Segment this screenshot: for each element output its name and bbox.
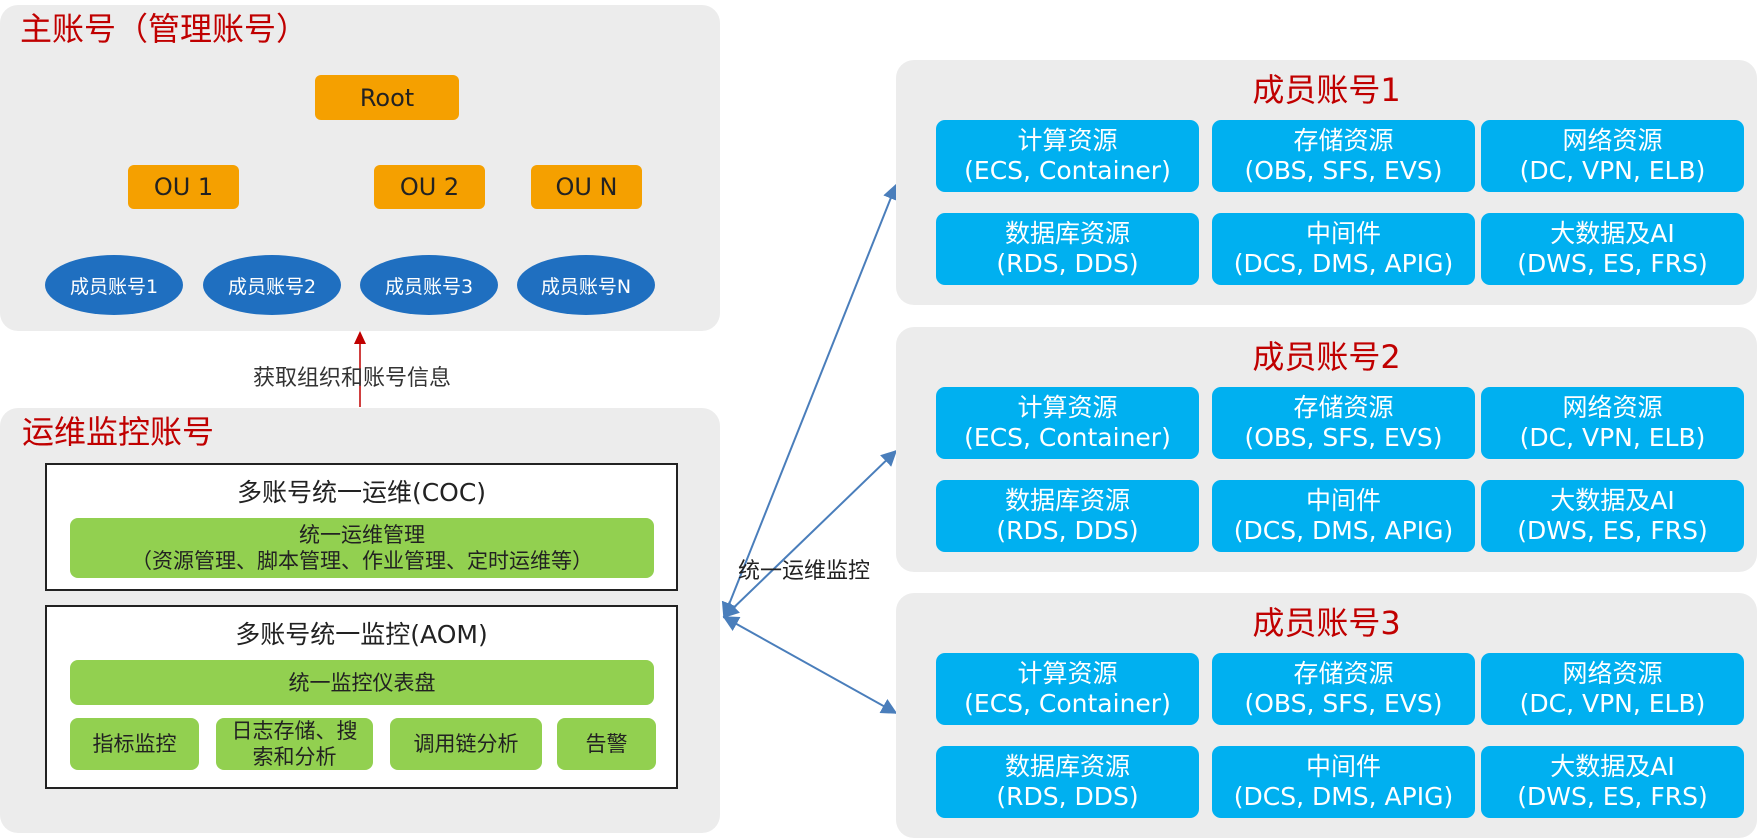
aom-title: 多账号统一监控(AOM)	[235, 620, 488, 649]
ou-node-2: OU 2	[374, 165, 485, 209]
unified-monitor-label: 统一运维监控	[738, 559, 871, 584]
resource-name: 大数据及AI	[1550, 219, 1675, 248]
resource-tile: 大数据及AI(DWS, ES, FRS)	[1481, 480, 1744, 552]
resource-detail: (RDS, DDS)	[996, 249, 1139, 278]
resource-name: 大数据及AI	[1550, 486, 1675, 515]
resource-name: 网络资源	[1562, 659, 1663, 688]
resource-detail: (OBS, SFS, EVS)	[1244, 156, 1443, 185]
ou-node-1: OU 1	[128, 165, 239, 209]
ou-node-n: OU N	[531, 165, 642, 209]
dashboard-label: 统一监控仪表盘	[288, 670, 436, 695]
coc-title: 多账号统一运维(COC)	[236, 478, 487, 507]
unified-dashboard: 统一监控仪表盘	[70, 660, 654, 705]
resource-name: 大数据及AI	[1550, 752, 1675, 781]
resource-detail: (RDS, DDS)	[996, 782, 1139, 811]
unified-ops-line1: 统一运维管理	[299, 523, 425, 547]
resource-tile: 中间件(DCS, DMS, APIG)	[1212, 480, 1475, 552]
member-node-n: 成员账号N	[517, 255, 655, 315]
resource-detail: (OBS, SFS, EVS)	[1244, 689, 1443, 718]
resource-tile: 中间件(DCS, DMS, APIG)	[1212, 746, 1475, 818]
resource-detail: (ECS, Container)	[964, 423, 1171, 452]
resource-name: 网络资源	[1562, 393, 1663, 422]
resource-tile: 网络资源(DC, VPN, ELB)	[1481, 387, 1744, 459]
resource-name: 计算资源	[1017, 393, 1118, 422]
resource-name: 数据库资源	[1004, 219, 1130, 248]
resource-name: 数据库资源	[1004, 486, 1130, 515]
resource-name: 存储资源	[1293, 126, 1394, 155]
aom-box: 多账号统一监控(AOM) 统一监控仪表盘 指标监控 日志存储、搜索和分析 调用链…	[45, 605, 678, 789]
alarm: 告警	[557, 718, 656, 770]
resource-name: 网络资源	[1562, 126, 1663, 155]
resource-tile: 中间件(DCS, DMS, APIG)	[1212, 213, 1475, 285]
member-label: 成员账号3	[384, 275, 474, 298]
resource-tile: 计算资源(ECS, Container)	[936, 120, 1199, 192]
resource-detail: (DC, VPN, ELB)	[1519, 423, 1706, 452]
resource-tile: 数据库资源(RDS, DDS)	[936, 480, 1199, 552]
member-node-1: 成员账号1	[45, 255, 183, 315]
resource-detail: (DCS, DMS, APIG)	[1233, 249, 1454, 278]
metric-monitoring: 指标监控	[70, 718, 199, 770]
resource-detail: (OBS, SFS, EVS)	[1244, 423, 1443, 452]
resource-name: 中间件	[1305, 486, 1381, 515]
resource-tile: 网络资源(DC, VPN, ELB)	[1481, 120, 1744, 192]
alarm-label: 告警	[585, 732, 628, 756]
ou-label: OU N	[555, 173, 618, 201]
resource-detail: (DWS, ES, FRS)	[1517, 782, 1708, 811]
resource-name: 中间件	[1305, 219, 1381, 248]
resource-detail: (RDS, DDS)	[996, 516, 1139, 545]
master-account-title: 主账号（管理账号）	[20, 10, 309, 48]
monitor-arrows	[721, 183, 899, 714]
resource-detail: (DCS, DMS, APIG)	[1233, 782, 1454, 811]
resource-tile: 大数据及AI(DWS, ES, FRS)	[1481, 746, 1744, 818]
member-account-title: 成员账号1	[1252, 71, 1401, 109]
resource-name: 计算资源	[1017, 659, 1118, 688]
coc-box: 多账号统一运维(COC) 统一运维管理 （资源管理、脚本管理、作业管理、定时运维…	[45, 463, 678, 591]
resource-tile: 网络资源(DC, VPN, ELB)	[1481, 653, 1744, 725]
resource-detail: (ECS, Container)	[964, 156, 1171, 185]
log-label: 日志存储、搜索和分析	[231, 719, 358, 769]
resource-tile: 存储资源(OBS, SFS, EVS)	[1212, 653, 1475, 725]
member-node-3: 成员账号3	[360, 255, 498, 315]
resource-tile: 存储资源(OBS, SFS, EVS)	[1212, 387, 1475, 459]
root-label: Root	[359, 83, 415, 112]
resource-name: 数据库资源	[1004, 752, 1130, 781]
root-node: Root	[315, 75, 459, 120]
resource-tile: 计算资源(ECS, Container)	[936, 653, 1199, 725]
member-node-2: 成员账号2	[203, 255, 341, 315]
member-label: 成员账号N	[540, 275, 632, 298]
member-label: 成员账号1	[69, 275, 159, 298]
resource-tile: 数据库资源(RDS, DDS)	[936, 213, 1199, 285]
resource-name: 计算资源	[1017, 126, 1118, 155]
resource-detail: (DC, VPN, ELB)	[1519, 156, 1706, 185]
metric-label: 指标监控	[92, 732, 177, 756]
resource-detail: (DWS, ES, FRS)	[1517, 516, 1708, 545]
resource-tile: 大数据及AI(DWS, ES, FRS)	[1481, 213, 1744, 285]
resource-detail: (DCS, DMS, APIG)	[1233, 516, 1454, 545]
fetch-org-label: 获取组织和账号信息	[253, 366, 452, 391]
trace-analysis: 调用链分析	[390, 718, 542, 770]
resource-tile: 数据库资源(RDS, DDS)	[936, 746, 1199, 818]
trace-label: 调用链分析	[413, 732, 519, 756]
resource-tile: 存储资源(OBS, SFS, EVS)	[1212, 120, 1475, 192]
resource-detail: (DWS, ES, FRS)	[1517, 249, 1708, 278]
member-label: 成员账号2	[227, 275, 317, 298]
member-account-title: 成员账号3	[1252, 604, 1401, 642]
resource-detail: (DC, VPN, ELB)	[1519, 689, 1706, 718]
log-storage-search: 日志存储、搜索和分析	[216, 718, 373, 770]
member-account-title: 成员账号2	[1252, 338, 1401, 376]
unified-ops-management: 统一运维管理 （资源管理、脚本管理、作业管理、定时运维等）	[70, 518, 654, 578]
ops-account-title: 运维监控账号	[22, 413, 215, 451]
resource-name: 中间件	[1305, 752, 1381, 781]
fetch-arrow	[354, 331, 366, 407]
resource-name: 存储资源	[1293, 393, 1394, 422]
ou-label: OU 1	[153, 173, 214, 201]
ou-label: OU 2	[399, 173, 460, 201]
resource-tile: 计算资源(ECS, Container)	[936, 387, 1199, 459]
resource-detail: (ECS, Container)	[964, 689, 1171, 718]
unified-ops-line2: （资源管理、脚本管理、作业管理、定时运维等）	[131, 549, 593, 573]
resource-name: 存储资源	[1293, 659, 1394, 688]
